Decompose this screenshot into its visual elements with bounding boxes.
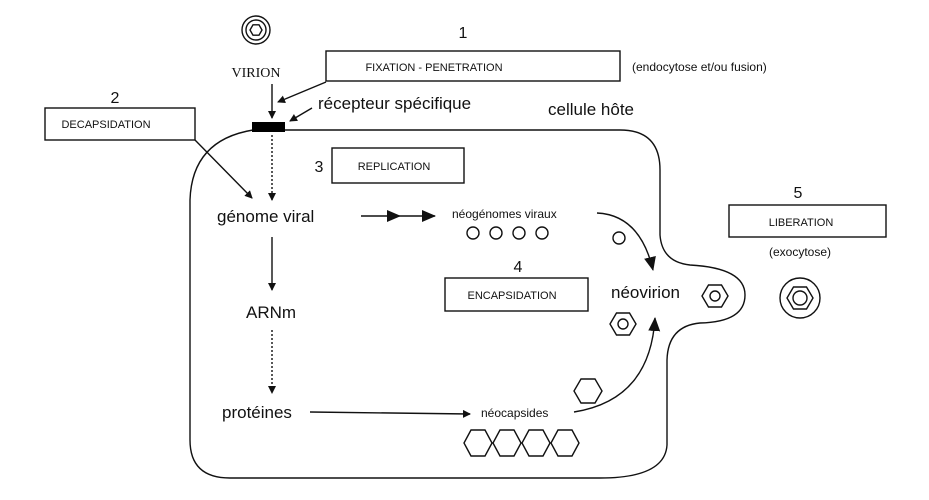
new-genome-circles bbox=[466, 226, 626, 245]
new-genomes-label: néogénomes viraux bbox=[452, 207, 557, 221]
new-virion-label: néovirion bbox=[611, 283, 680, 302]
step-3-label: REPLICATION bbox=[358, 161, 431, 173]
step-1-box bbox=[325, 50, 621, 82]
step-4-label: ENCAPSIDATION bbox=[467, 290, 556, 302]
capsid-row bbox=[463, 429, 580, 457]
capsid-icon bbox=[573, 378, 603, 404]
virion-label: VIRION bbox=[232, 66, 281, 81]
exocytosis-note: (exocytose) bbox=[769, 245, 831, 259]
step-2-number: 2 bbox=[111, 90, 120, 107]
new-capsids-label: néocapsides bbox=[481, 406, 548, 420]
host-cell-membrane bbox=[189, 129, 746, 479]
mrna-label: ARNm bbox=[246, 303, 296, 322]
step-5-box bbox=[728, 204, 887, 238]
step-1-number: 1 bbox=[459, 25, 468, 42]
proteins-label: protéines bbox=[222, 403, 292, 422]
step-2-label: DECAPSIDATION bbox=[61, 119, 150, 131]
step-3-number: 3 bbox=[315, 159, 324, 176]
step-3-box bbox=[331, 147, 465, 184]
new-virion-icons bbox=[609, 284, 729, 336]
step-4-number: 4 bbox=[514, 259, 523, 276]
step-2-box bbox=[44, 107, 196, 141]
endocytosis-note: (endocytose et/ou fusion) bbox=[632, 60, 767, 74]
virion-icon bbox=[241, 15, 271, 45]
receptor-mark bbox=[252, 122, 285, 132]
receptor-label: récepteur spécifique bbox=[318, 94, 471, 113]
host-cell-label: cellule hôte bbox=[548, 100, 634, 119]
step-5-number: 5 bbox=[794, 185, 803, 202]
viral-genome-label: génome viral bbox=[217, 207, 314, 226]
step-5-label: LIBERATION bbox=[769, 217, 834, 229]
released-virion-icon bbox=[779, 277, 821, 319]
step-1-label: FIXATION - PENETRATION bbox=[365, 62, 502, 74]
step-4-box bbox=[444, 277, 589, 312]
